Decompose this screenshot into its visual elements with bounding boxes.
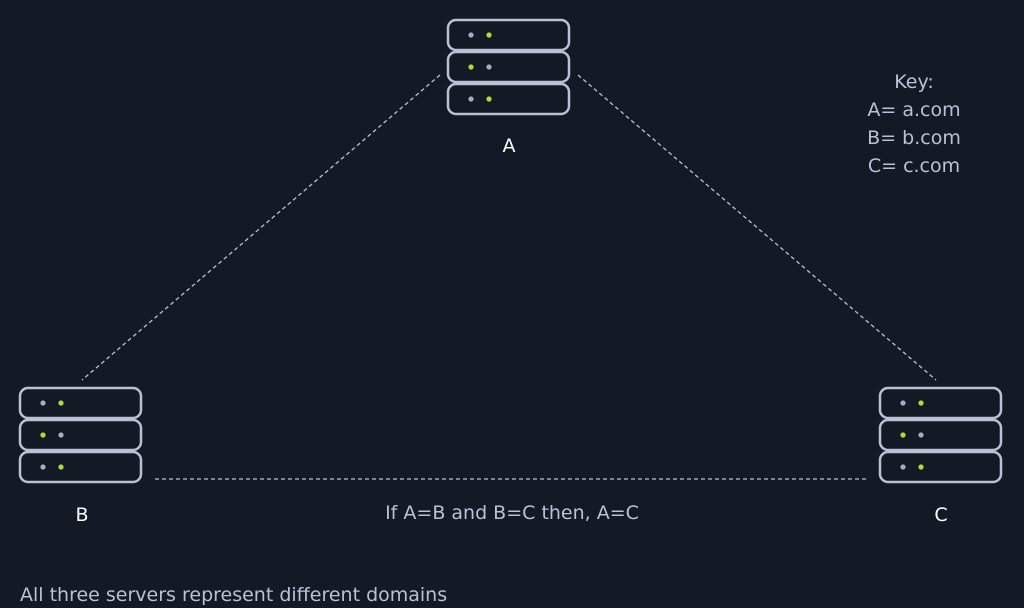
key-entry-a: A= a.com <box>867 99 961 121</box>
server-unit <box>446 18 571 52</box>
relation-text: If A=B and B=C then, A=C <box>385 502 639 524</box>
server-unit <box>878 386 1003 420</box>
server-c-label: C <box>934 504 948 526</box>
led-on-icon <box>58 400 64 406</box>
key-title: Key: <box>894 71 934 93</box>
led-off-icon <box>900 464 906 470</box>
server-b-icon <box>18 386 143 484</box>
led-off-icon <box>468 32 474 38</box>
server-a-icon <box>446 18 571 116</box>
led-off-icon <box>486 64 492 70</box>
server-unit <box>878 418 1003 452</box>
led-on-icon <box>900 432 906 438</box>
link-a-c <box>577 74 937 381</box>
led-on-icon <box>486 32 492 38</box>
server-unit <box>446 50 571 84</box>
server-unit <box>18 386 143 420</box>
led-on-icon <box>40 432 46 438</box>
led-off-icon <box>468 96 474 102</box>
server-a-label: A <box>502 135 516 157</box>
footer-text: All three servers represent different do… <box>20 584 448 606</box>
link-a-b <box>81 74 441 381</box>
server-b-label: B <box>75 504 89 526</box>
led-off-icon <box>58 432 64 438</box>
led-off-icon <box>40 400 46 406</box>
led-off-icon <box>900 400 906 406</box>
server-c-icon <box>878 386 1003 484</box>
server-unit <box>18 418 143 452</box>
led-on-icon <box>918 464 924 470</box>
led-off-icon <box>40 464 46 470</box>
led-on-icon <box>486 96 492 102</box>
led-on-icon <box>918 400 924 406</box>
led-on-icon <box>468 64 474 70</box>
key-entry-b: B= b.com <box>867 127 961 149</box>
led-off-icon <box>918 432 924 438</box>
key-entry-c: C= c.com <box>867 155 961 177</box>
server-unit <box>18 450 143 484</box>
server-unit <box>878 450 1003 484</box>
server-unit <box>446 82 571 116</box>
led-on-icon <box>58 464 64 470</box>
key-legend: Key: A= a.com B= b.com C= c.com <box>867 68 961 180</box>
